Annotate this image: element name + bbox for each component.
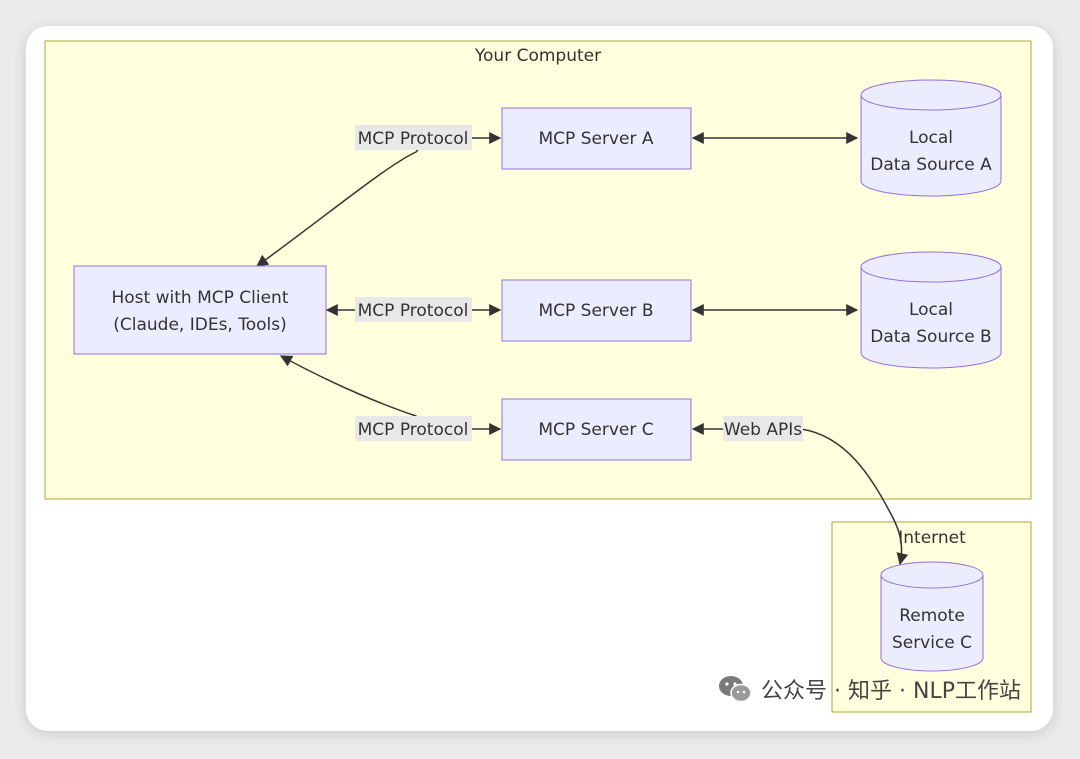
- node-data-a-line2: Data Source A: [870, 155, 992, 175]
- node-data-a-line1: Local: [909, 128, 953, 148]
- edge-server-c-to-remote: [691, 423, 909, 566]
- node-host-line2: (Claude, IDEs, Tools): [113, 315, 287, 335]
- node-data-b-line1: Local: [909, 300, 953, 320]
- edge-label-bg-a: [355, 125, 472, 150]
- node-remote-line2: Service C: [892, 633, 972, 653]
- node-server-a: [501, 107, 692, 170]
- edge-label-protocol-a: MCP Protocol: [358, 129, 469, 149]
- mcp-architecture-diagram: Your Computer Internet MCP Protocol MCP …: [44, 40, 1032, 713]
- node-data-source-a: Local Data Source A: [860, 79, 1002, 197]
- node-server-c: [501, 398, 692, 461]
- edge-host-to-server-a: [256, 132, 502, 267]
- node-server-b-label: MCP Server B: [538, 301, 653, 321]
- node-remote-line1: Remote: [899, 606, 965, 626]
- node-server-b: [501, 279, 692, 342]
- node-server-a-label: MCP Server A: [539, 129, 654, 149]
- edge-host-to-server-c: [279, 355, 502, 435]
- node-host: [73, 265, 327, 355]
- node-data-source-b: Local Data Source B: [860, 251, 1002, 369]
- node-remote-service: Remote Service C: [880, 561, 984, 672]
- subgraph-your-computer-title: Your Computer: [474, 46, 601, 66]
- node-data-b-line2: Data Source B: [870, 327, 991, 347]
- watermark: 公众号 · 知乎 · NLP工作站: [717, 673, 1021, 705]
- edge-label-protocol-c: MCP Protocol: [358, 420, 469, 440]
- edge-label-protocol-b: MCP Protocol: [358, 301, 469, 321]
- edge-label-bg-web: [723, 416, 803, 441]
- node-host-line1: Host with MCP Client: [112, 288, 289, 308]
- edge-label-bg-c: [355, 416, 472, 441]
- edge-label-bg-b: [355, 297, 472, 322]
- diagram-card: Your Computer Internet MCP Protocol MCP …: [26, 26, 1053, 731]
- wechat-icon: [719, 676, 752, 703]
- node-server-c-label: MCP Server C: [538, 420, 653, 440]
- subgraph-internet-title: Internet: [898, 528, 966, 548]
- watermark-text: 公众号 · 知乎 · NLP工作站: [761, 679, 1021, 704]
- edge-label-web-apis: Web APIs: [724, 420, 802, 440]
